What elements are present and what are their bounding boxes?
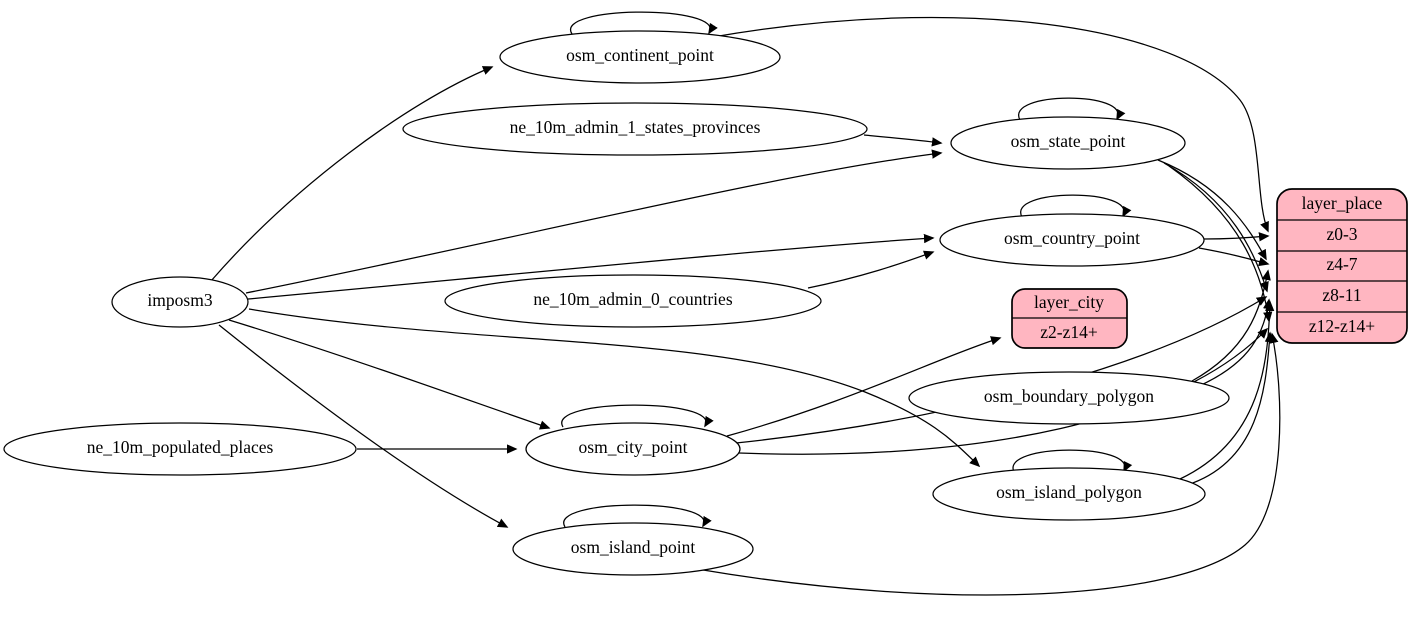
edge-self-loop-osm_city_point [561,404,714,428]
edge-osm_country_point-layer_place-z4-7 [1198,247,1270,267]
edge-osm_country_point-layer_place-z0-3 [1203,232,1270,242]
record-layer-place: layer_place z0-3 z4-7 z8-11 z12-z14+ [1276,188,1408,344]
record-row-z0-3: z0-3 [1326,224,1357,244]
record-row-z12-z14: z12-z14+ [1309,316,1375,336]
edge-osm_boundary_polygon-layer_place-z4-7 [1191,269,1271,382]
node-osm-island-point: osm_island_point [512,522,754,576]
edge-osm_city_point-layer_city-z2-z14 [726,336,1002,437]
record-row-z8-11: z8-11 [1322,285,1361,305]
edge-osm_city_point-layer_place-z12-z14 [738,327,1269,455]
node-shape [111,276,249,328]
node-label: osm_island_point [571,537,696,557]
node-shape [499,30,781,84]
edge-imposm3-osm_continent_point [210,66,494,282]
node-shape [939,213,1205,267]
node-shape [444,274,822,328]
node-label: osm_island_polygon [996,482,1142,502]
edge-ne_10m_admin_0_countries-osm_country_point [807,250,935,289]
edge-self-loop-osm_island_polygon [1012,449,1133,473]
record-shape [1276,188,1408,344]
node-ne-10m-populated-places: ne_10m_populated_places [3,422,357,476]
edge-osm_island_point-layer_place-z12-z14 [696,332,1281,596]
edge-imposm3-osm_country_point [247,233,935,300]
node-osm-continent-point: osm_continent_point [499,30,781,84]
node-shape [950,116,1186,170]
edge-imposm3-osm_city_point [228,319,551,430]
node-osm-state-point: osm_state_point [950,116,1186,170]
edge-imposm3-osm_island_polygon [248,308,981,468]
edge-self-loop-osm_continent_point [569,11,718,35]
node-osm-country-point: osm_country_point [939,213,1205,267]
node-label: osm_boundary_polygon [984,386,1154,406]
node-osm-city-point: osm_city_point [525,422,741,476]
edge-osm_state_point-layer_place-z4-7 [1157,159,1267,261]
node-osm-island-polygon: osm_island_polygon [932,467,1206,521]
node-shape [932,467,1206,521]
node-osm-boundary-polygon: osm_boundary_polygon [908,371,1230,425]
node-label: osm_state_point [1011,131,1126,151]
node-imposm3: imposm3 [111,276,249,328]
record-row-z4-7: z4-7 [1326,254,1357,274]
edge-osm_island_polygon-layer_place-z8-11 [1179,300,1275,480]
edge-self-loop-osm_island_point [563,504,712,528]
node-ne-10m-admin-1-states-provinces: ne_10m_admin_1_states_provinces [402,102,868,156]
node-shape [908,371,1230,425]
edge-imposm3-osm_state_point [245,149,943,294]
node-label: osm_city_point [579,437,688,457]
edge-self-loop-osm_country_point [1020,194,1132,218]
node-label: ne_10m_admin_0_countries [533,289,732,309]
edge-self-loop-osm_state_point [1018,97,1126,121]
edge-ne_10m_admin_1_states_provinces-osm_state_point [863,134,943,147]
edge-imposm3-osm_island_point [218,324,509,528]
record-layer-city: layer_city z2-z14+ [1011,288,1128,349]
node-shape [525,422,741,476]
record-title: layer_place [1302,193,1383,213]
node-shape [512,522,754,576]
node-label: osm_continent_point [566,45,714,65]
node-label: ne_10m_admin_1_states_provinces [510,117,761,137]
edge-layer [210,11,1281,596]
node-shape [3,422,357,476]
node-shape [402,102,868,156]
record-title: layer_city [1034,292,1104,312]
node-label: ne_10m_populated_places [87,437,274,457]
node-ne-10m-admin-0-countries: ne_10m_admin_0_countries [444,274,822,328]
node-label: osm_country_point [1004,228,1140,248]
edge-osm_continent_point-layer_place-z0-3 [712,16,1269,233]
node-label: imposm3 [147,290,212,310]
edge-osm_island_polygon-layer_place-z12-z14 [1186,331,1275,486]
record-row-z2-z14: z2-z14+ [1040,322,1098,342]
